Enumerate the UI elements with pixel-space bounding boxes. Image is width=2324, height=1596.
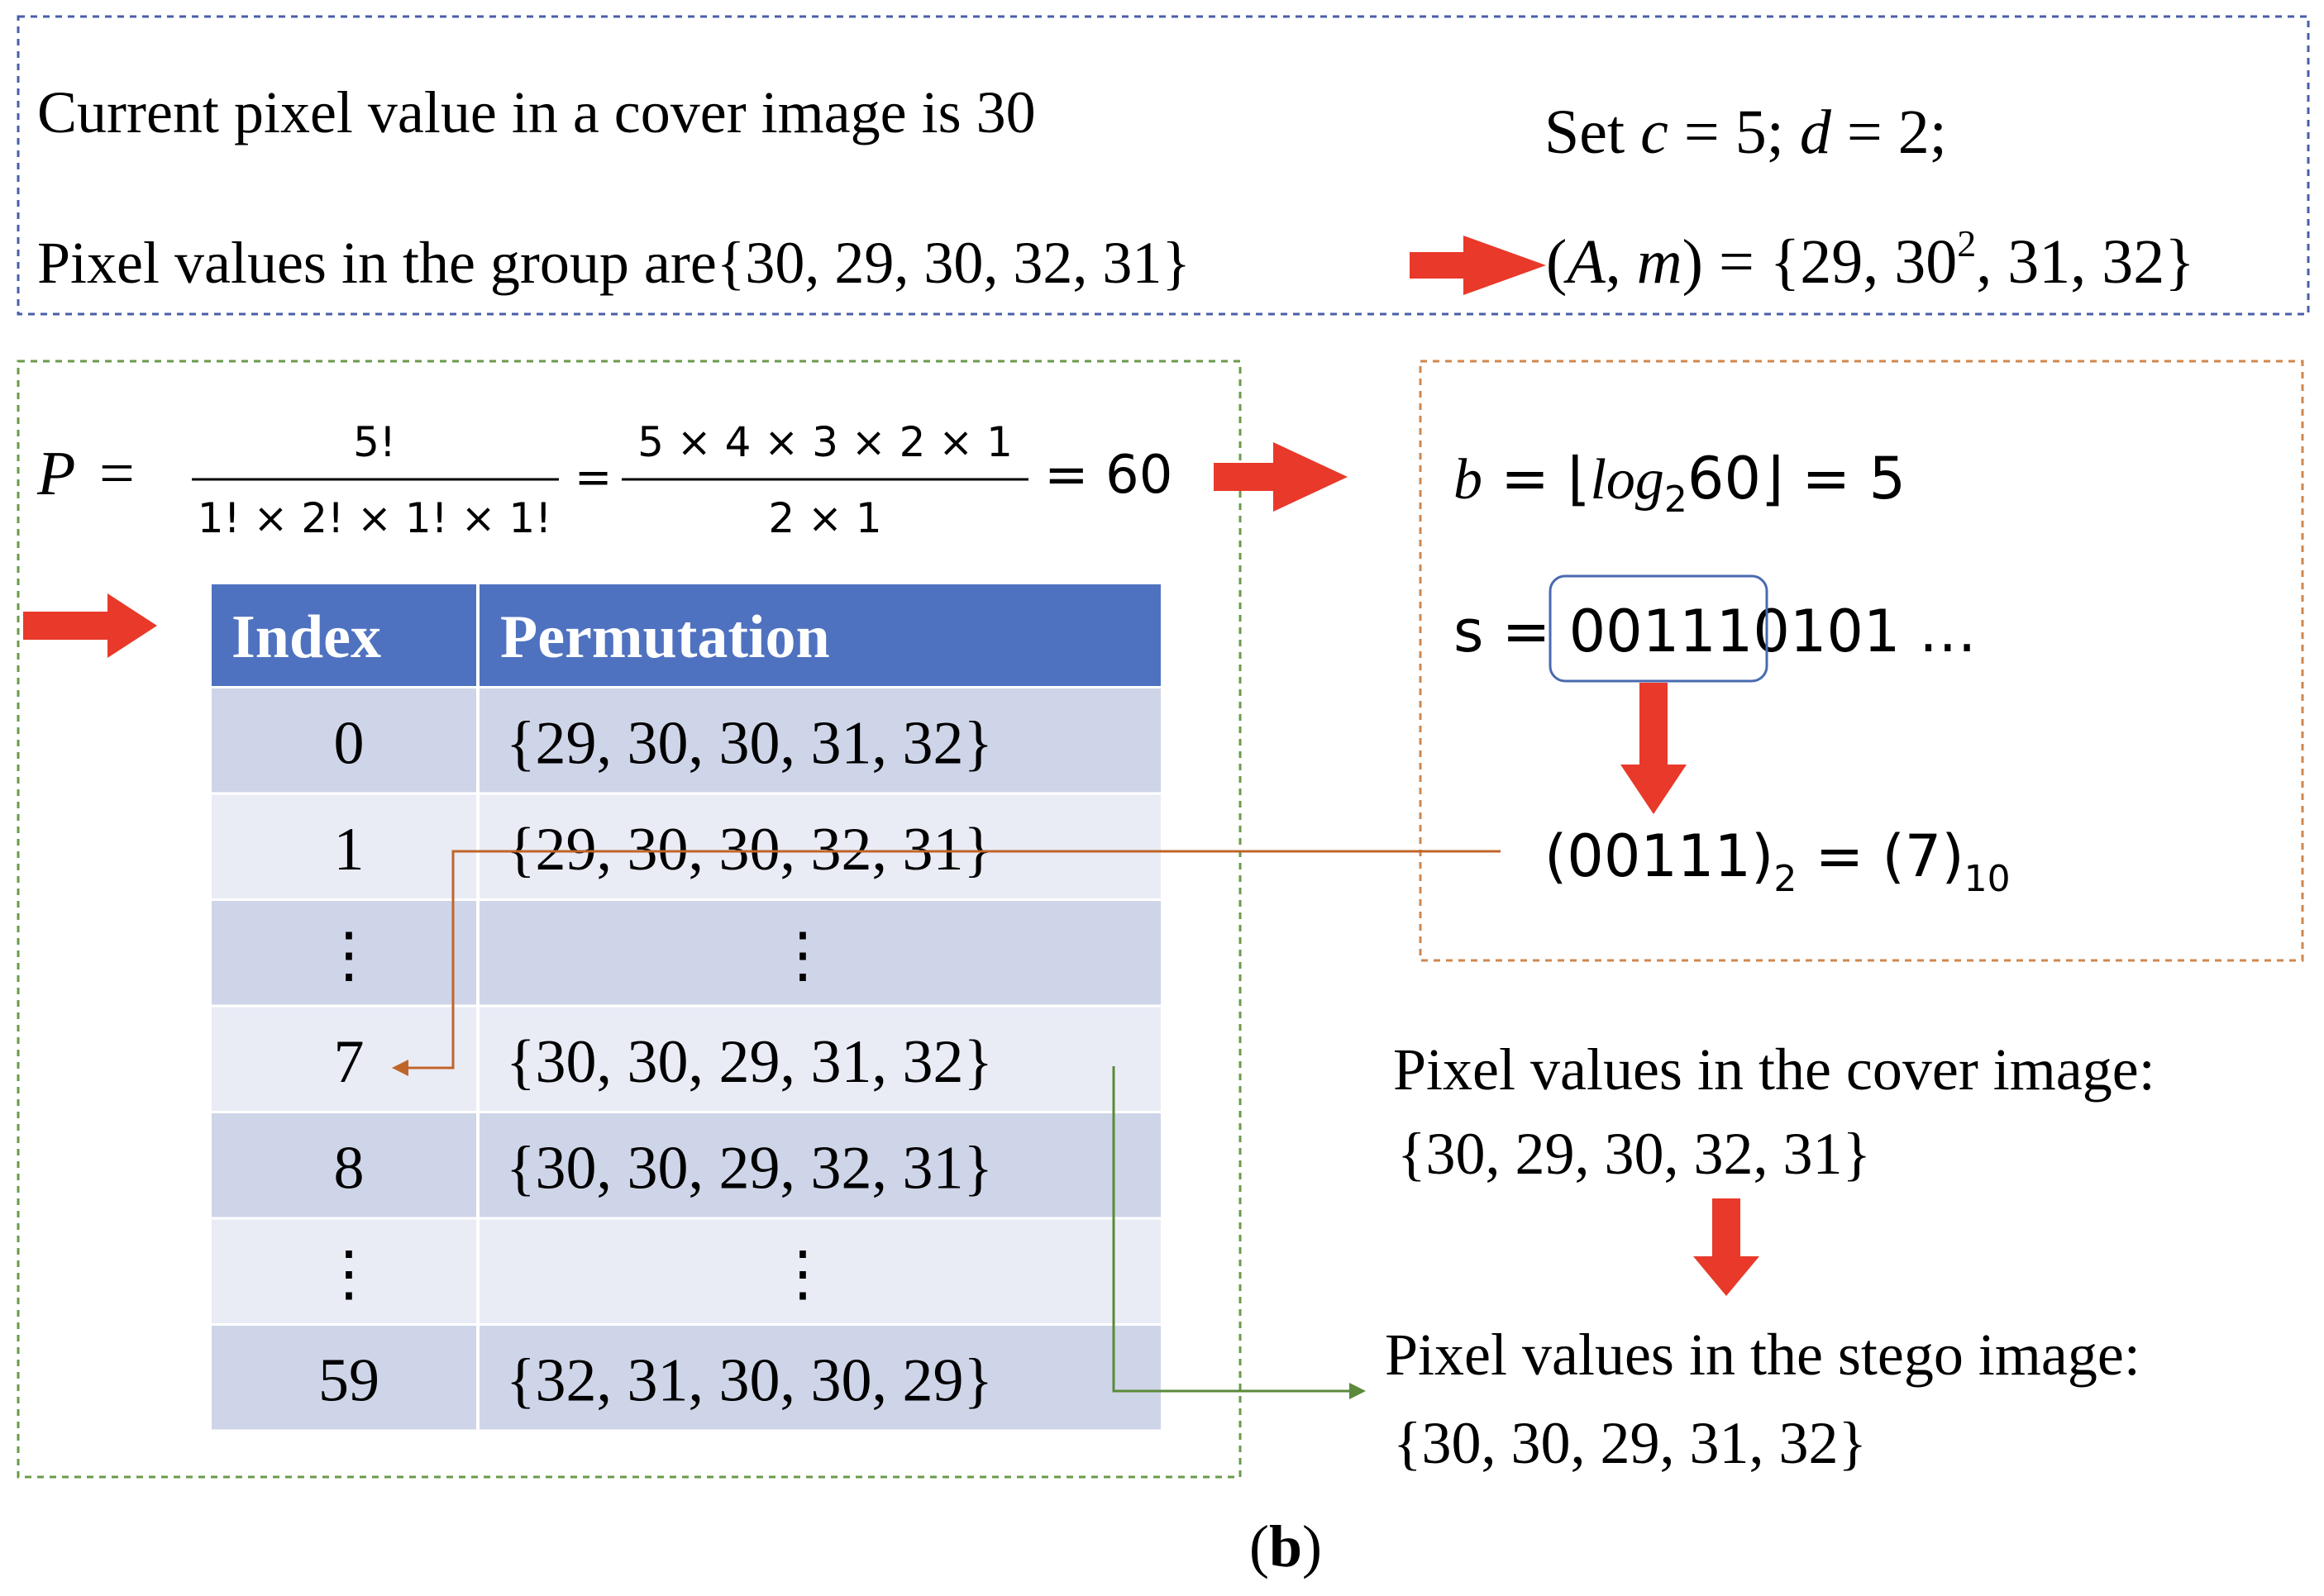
- table-row-bg: [212, 1326, 1161, 1430]
- frac2-numerator: 5 × 4 × 3 × 2 × 1: [637, 418, 1013, 466]
- table-row-bg: [212, 794, 1161, 898]
- b-formula: b = ⌊log260⌋ = 5: [1453, 445, 1906, 521]
- table-cell-permutation: {29, 30, 30, 31, 32}: [506, 709, 993, 777]
- top-red-arrow: [1410, 236, 1546, 295]
- frac2-denominator: 2 × 1: [768, 494, 881, 542]
- selected-bits-highlight: [1549, 574, 1768, 683]
- table-red-arrow: [23, 593, 157, 658]
- am-multiset-text: (A, m) = {29, 302, 31, 32}: [1546, 222, 2195, 297]
- table-cell-permutation: {30, 30, 29, 32, 31}: [506, 1134, 993, 1202]
- frac1-denominator: 1! × 2! × 1! × 1!: [198, 494, 551, 542]
- header-index: Index: [231, 603, 381, 671]
- cover-values: {30, 29, 30, 32, 31}: [1397, 1121, 1871, 1187]
- top-dashed-box: [17, 15, 2310, 316]
- group-values-text: Pixel values in the group are{30, 29, 30…: [37, 230, 1191, 296]
- figure-caption: (b): [1249, 1513, 1322, 1579]
- table-row-bg: [212, 901, 1161, 1005]
- table-row-bg: [212, 1007, 1161, 1111]
- p-label: P: [36, 439, 75, 508]
- permutation-table: Index Permutation 0 {29, 30, 30, 31, 32} 1…: [212, 584, 1161, 1430]
- s-bitstream: s = 001110101 …: [1453, 598, 1977, 665]
- table-cell-permutation: {30, 30, 29, 31, 32}: [506, 1028, 993, 1096]
- table-rows: 0 {29, 30, 30, 31, 32} 1 {29, 30, 30, 32, 3…: [212, 688, 1161, 1430]
- table-row-bg: [212, 688, 1161, 793]
- left-dashed-box: [17, 360, 1242, 1479]
- formula-result: = 60: [1044, 445, 1172, 506]
- bits-down-red-arrow: [1620, 683, 1687, 814]
- table-cell-index: 7: [334, 1028, 365, 1096]
- table-cell-index: 1: [334, 816, 365, 884]
- cover-down-red-arrow: [1693, 1198, 1759, 1296]
- set-cd-text: Set c = 5; d = 2;: [1544, 98, 1947, 167]
- table-row-bg: [212, 1219, 1161, 1323]
- table-cell-permutation: ⋮: [772, 1241, 833, 1308]
- table-cell-index: 59: [318, 1346, 379, 1414]
- table-cell-index: 0: [334, 709, 365, 777]
- table-header-bg: [212, 584, 1161, 686]
- stego-link-green: [1112, 1066, 1366, 1399]
- binary-to-decimal: (00111)2 = (7)10: [1544, 822, 2011, 900]
- table-cell-index: 8: [334, 1134, 365, 1202]
- table-cell-index: ⋮: [318, 922, 379, 989]
- frac1-numerator: 5!: [353, 418, 396, 466]
- table-row-bg: [212, 1113, 1161, 1217]
- formula-red-arrow: [1214, 442, 1348, 512]
- p-equals: =: [99, 439, 135, 508]
- stego-values: {30, 30, 29, 31, 32}: [1393, 1410, 1867, 1476]
- index-link-orange: [392, 850, 1501, 1076]
- current-pixel-text: Current pixel value in a cover image is …: [37, 79, 1036, 145]
- frac-equals: =: [575, 451, 612, 503]
- stego-title: Pixel values in the stego image:: [1385, 1322, 2140, 1388]
- table-cell-permutation: ⋮: [772, 922, 833, 989]
- table-cell-index: ⋮: [318, 1241, 379, 1308]
- table-cell-permutation: {29, 30, 30, 32, 31}: [506, 816, 993, 884]
- cover-title: Pixel values in the cover image:: [1393, 1036, 2155, 1103]
- right-dashed-box: [1419, 360, 2304, 962]
- header-permutation: Permutation: [500, 603, 830, 671]
- table-cell-permutation: {32, 31, 30, 30, 29}: [506, 1346, 993, 1414]
